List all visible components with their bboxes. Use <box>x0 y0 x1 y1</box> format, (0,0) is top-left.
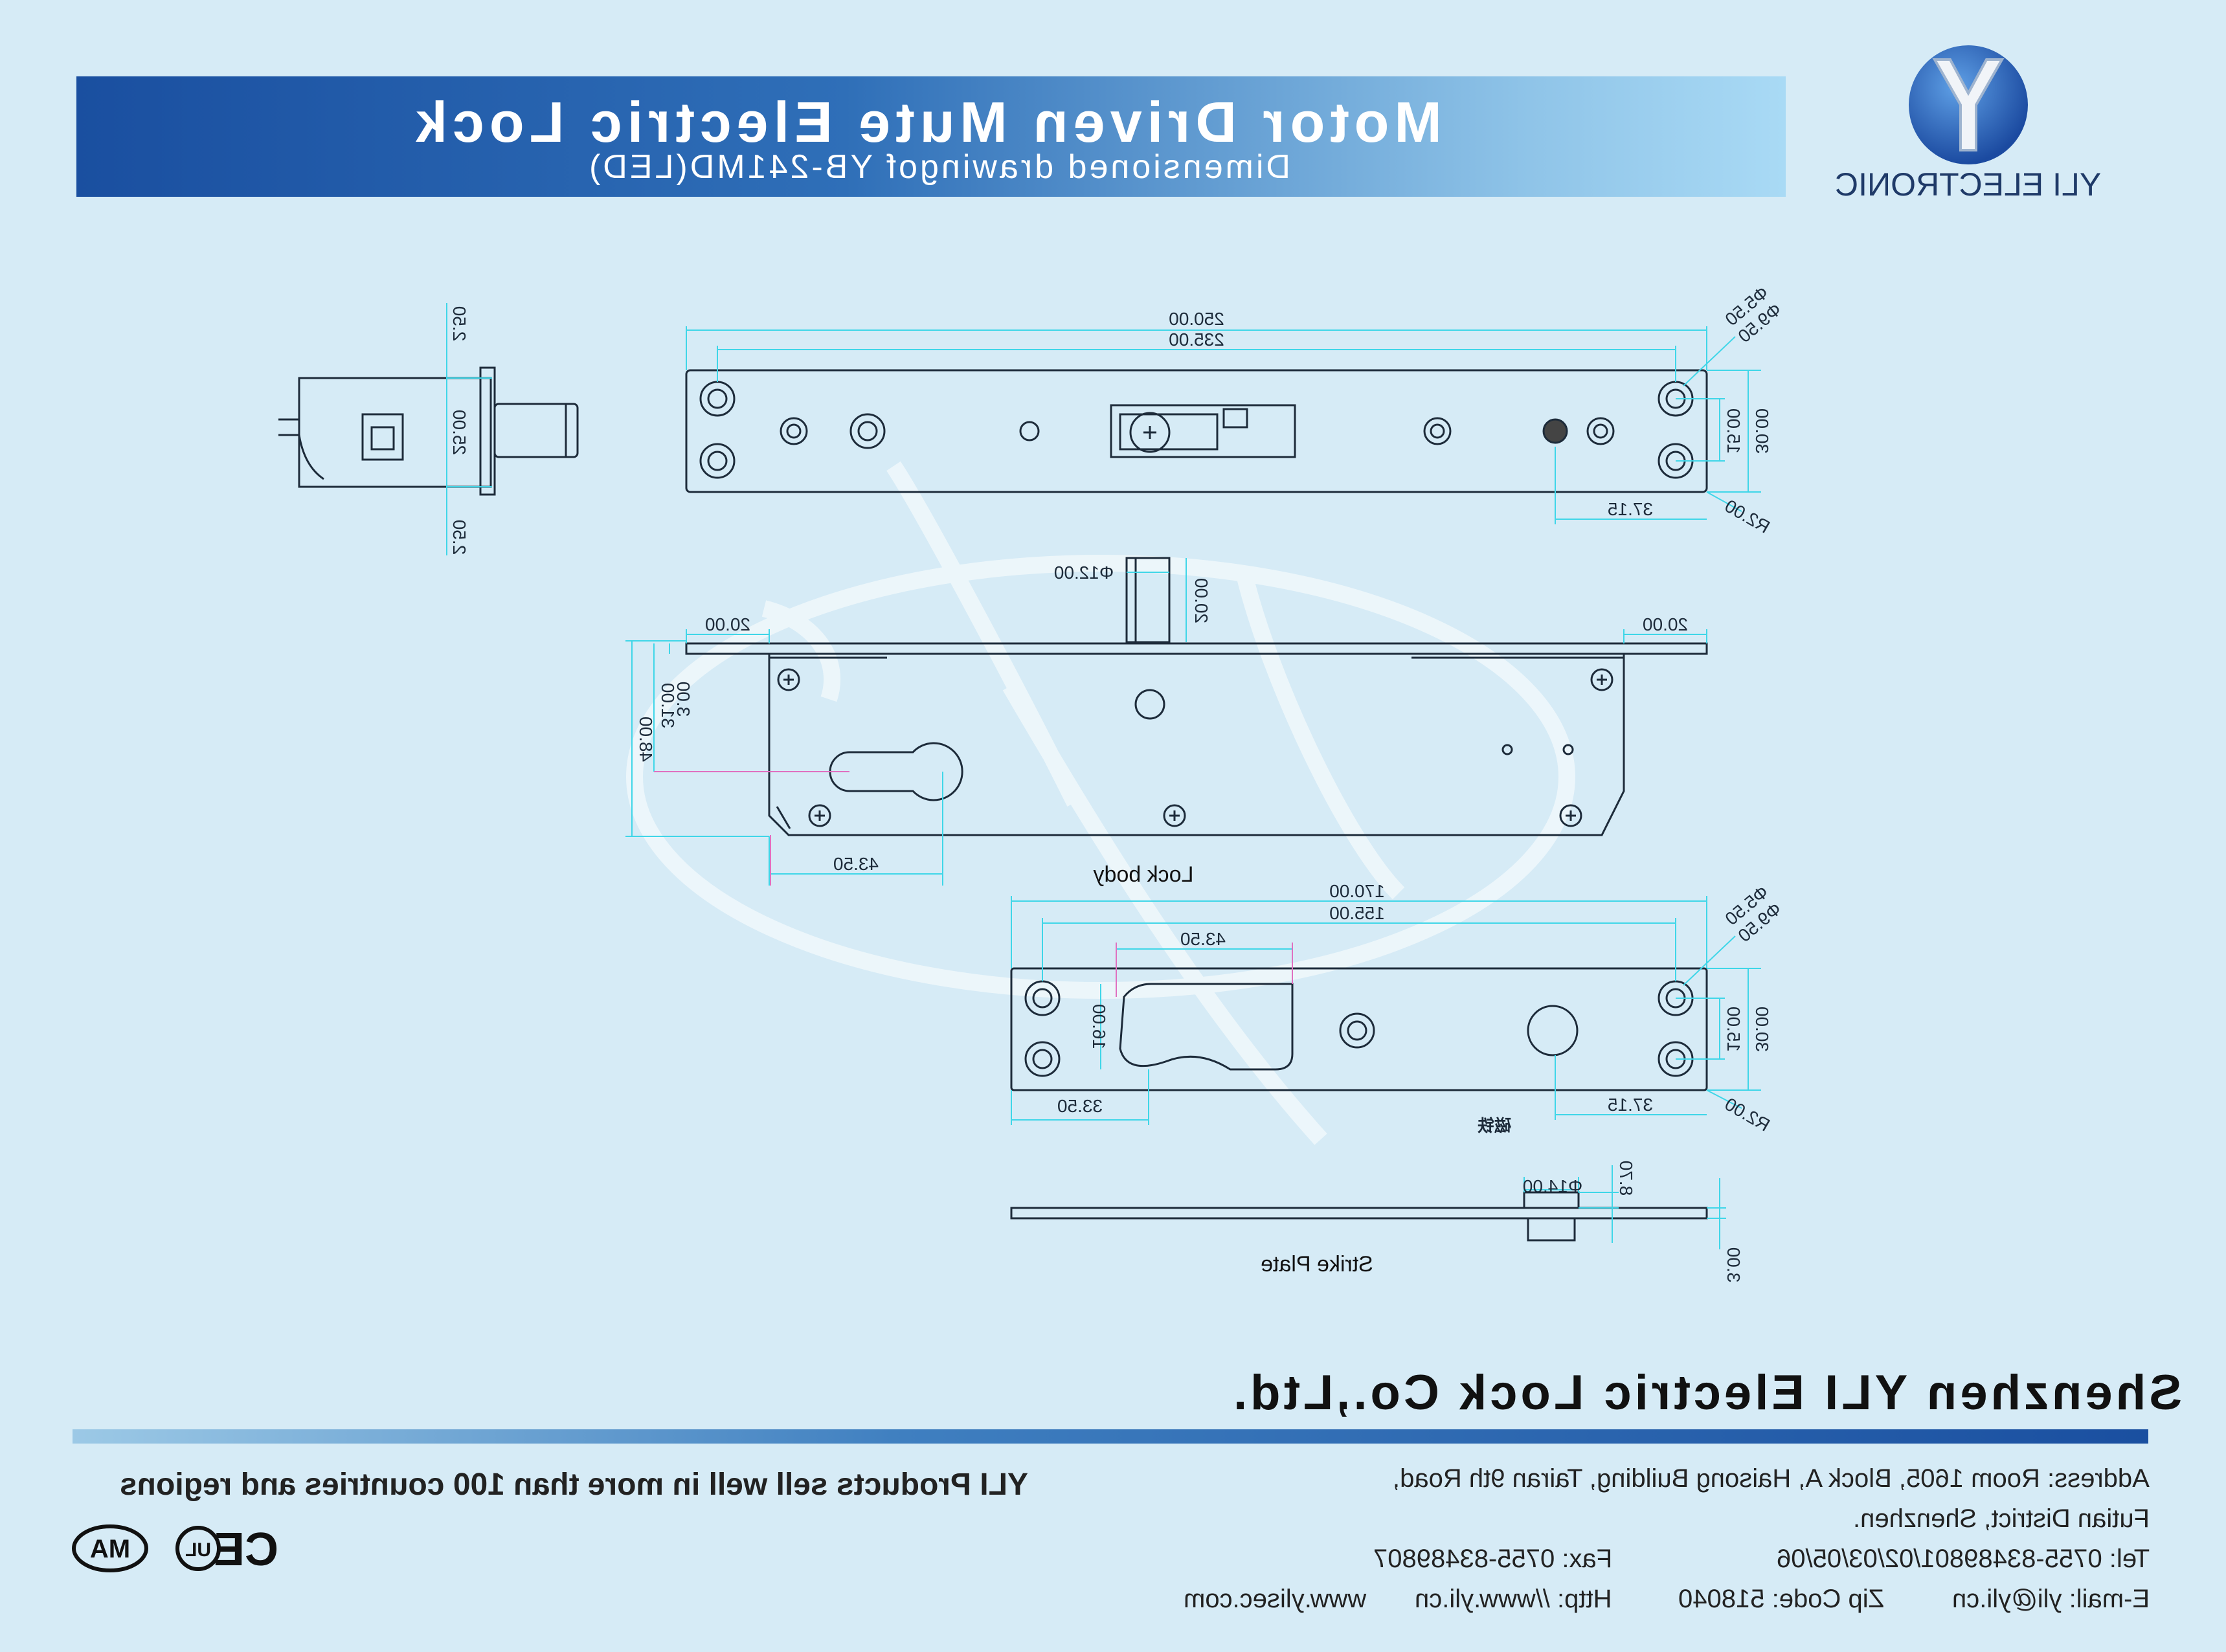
address-line-1: Address: Room 1605, Block A, Haisong Bui… <box>1393 1464 2150 1493</box>
dim-sp-slot-height: 16.00 <box>1089 1004 1109 1049</box>
ul-mark-label: UL <box>185 1539 211 1561</box>
lock-body-dims: Φ12.00 20.00 20.00 20.00 48.00 31.00 3.0… <box>625 558 1707 887</box>
tel: Tel: 0755-83489801/02/03/05/06 <box>1776 1545 2150 1573</box>
strike-plate-side-view <box>1010 1191 1708 1242</box>
website-link[interactable]: Http: //www.yli.cn <box>1415 1585 1612 1613</box>
dim-hole-pitch: 15.00 <box>1724 408 1744 454</box>
dim-bolt-dia: Φ12.00 <box>1054 563 1114 583</box>
dim-magnet-height: 8.70 <box>1616 1161 1636 1196</box>
certification-marks: CE UL MA <box>72 1524 278 1576</box>
dim-magnet-dia: Φ14.00 <box>1523 1176 1582 1196</box>
brand-logo-icon <box>1909 45 2028 164</box>
strike-plate-top-view <box>1010 967 1708 1091</box>
faceplate-top-dims: 250.00 235.00 Φ5.50 Φ9.50 30.00 15.00 37… <box>686 282 1785 537</box>
dim-bottom-gap: 2.50 <box>449 520 469 555</box>
dim-keyhole-offset: 43.50 <box>833 854 879 874</box>
slogan: YLI Products sell well in more than 100 … <box>119 1468 1028 1502</box>
magnet-annotation: 磁铁 <box>1478 1116 1511 1135</box>
website-link-2[interactable]: www.ylisec.com <box>1183 1585 1366 1613</box>
dim-sp-hole-pitch: 15.00 <box>1724 1007 1744 1052</box>
lock-body-view <box>685 557 1708 836</box>
dim-left-offset: 20.00 <box>705 614 750 634</box>
dim-plate-thickness: 3.00 <box>673 682 693 717</box>
dim-width: 30.00 <box>1752 408 1772 454</box>
dim-sp-corner-radius: R2.00 <box>1722 1094 1773 1135</box>
zip-code: Zip Code: 518040 <box>1678 1585 1884 1613</box>
strike-plate-label: Strike Plate <box>1261 1252 1373 1277</box>
dim-bolt-height: 25.00 <box>449 410 469 455</box>
company-name: Shenzhen YLI Electric Lock Co.,Ltd. <box>1230 1365 2183 1420</box>
dim-sp-slot-offset: 33.50 <box>1057 1096 1103 1116</box>
strike-plate-side-dims: Φ14.00 8.70 3.00 Strike Plate <box>1261 1161 1744 1283</box>
ul-mark-icon: UL <box>175 1526 221 1571</box>
strike-plate-top-dims: 170.00 155.00 43.50 Φ5.50 Φ9.50 30.00 15… <box>1011 881 1785 1135</box>
dim-corner-radius: R2.00 <box>1722 496 1773 537</box>
dim-right-offset: 20.00 <box>1643 614 1688 634</box>
ce-mark-icon: CE <box>214 1524 278 1576</box>
dim-body-height: 48.00 <box>636 717 656 762</box>
dim-overall-length: 250.00 <box>1169 309 1224 329</box>
dim-sp-overall-length: 170.00 <box>1329 881 1385 901</box>
dim-sp-slot-width: 43.50 <box>1180 929 1226 949</box>
dim-sp-hole-span: 155.00 <box>1329 903 1385 923</box>
email: E-mail: yli@yli.cn <box>1951 1585 2150 1613</box>
lock-body-label: Lock body <box>1094 862 1194 887</box>
footer-rule <box>73 1429 2148 1444</box>
fax: Fax: 0755-83489807 <box>1373 1545 1612 1573</box>
ce-mark-label: CE <box>214 1524 278 1576</box>
address-line-2: Futian District, Shenzhen. <box>1853 1504 2150 1533</box>
dim-sp-width: 30.00 <box>1752 1007 1772 1052</box>
header-banner <box>76 76 1786 197</box>
faceplate-top-view <box>685 369 1708 493</box>
dim-upper-offset: 31.00 <box>658 683 678 728</box>
dim-sp-plate-thickness: 3.00 <box>1724 1247 1744 1283</box>
dim-edge-offset: 37.15 <box>1608 499 1653 519</box>
dim-top-gap: 2.50 <box>449 306 469 342</box>
dim-bolt-length: 20.00 <box>1191 578 1211 623</box>
ma-mark-icon: MA <box>72 1524 148 1572</box>
end-view <box>278 366 579 496</box>
dim-hole-span: 235.00 <box>1169 329 1224 350</box>
end-view-dims: 2.50 25.00 2.50 <box>446 303 492 555</box>
dim-sp-edge-offset: 37.15 <box>1608 1095 1653 1115</box>
ma-mark-label: MA <box>90 1535 130 1563</box>
